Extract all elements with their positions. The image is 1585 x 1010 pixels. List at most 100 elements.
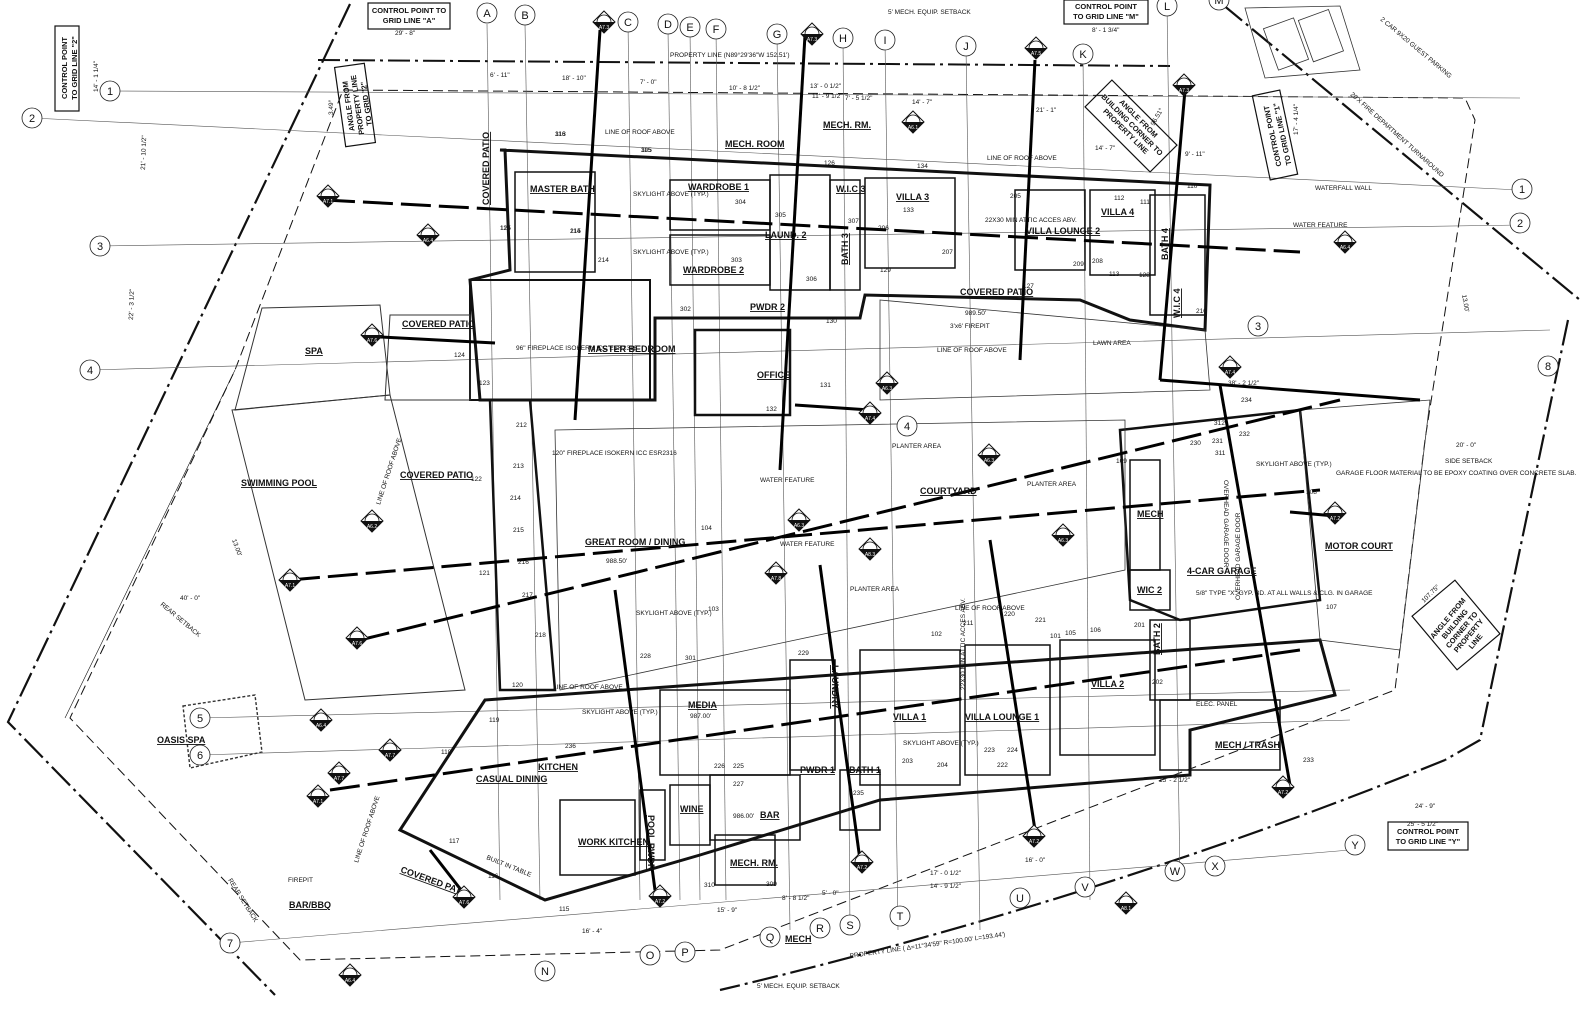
callout-angle-prop-2: ANGLE FROMPROPERTY LINETO GRID "2" [340,73,375,136]
room-number: 205 [1010,193,1021,200]
section-marker-label: A6.4 [316,723,327,729]
room-covered-patio-top: COVERED PATIO [960,287,1033,297]
west-wing [482,398,557,692]
property-line-north [317,59,1171,67]
section-marker-4: A7.1 [316,184,340,208]
dim-13-00-right: 13.00' [1460,294,1470,312]
section-marker-label: A7.7 [334,776,345,782]
room-number: 222 [997,762,1008,769]
grid-bubble-label: P [681,947,688,959]
oasis-spa [182,694,263,769]
label-water-feature-2: WATER FEATURE [780,541,835,548]
room-number: 126 [824,160,835,167]
room-number: 206 [878,225,889,232]
grid-bubble-label: E [686,22,693,34]
section-marker-25: A6.3 [787,508,811,532]
grid-bubble-label: T [897,911,904,923]
grid-lines [31,5,1551,944]
grid-bubble-label: 3 [1255,321,1261,333]
room-bar: BAR [760,810,780,820]
room-number: 122 [471,476,482,483]
grid-bubble-label: O [646,950,655,962]
room-media: MEDIA [688,700,718,710]
section-marker-label: A7.6 [367,338,378,344]
note-property-line-bottom: PROPERTY LINE ( Δ=11°34'59" R=100.00' L=… [849,930,1006,960]
room-covered-patio-left: COVERED PATIO [402,319,475,329]
room-villa-1: VILLA 1 [893,712,926,722]
note-elev-988: 988.50' [606,558,627,565]
note-elev-986: 986.00' [733,813,754,820]
note-line-of-roof-2: LINE OF ROOF ABOVE [987,155,1057,162]
grid-bubble-label: Y [1351,840,1359,852]
dim-24-9: 24' - 9" [1415,803,1436,810]
room-villa-2: VILLA 2 [1091,679,1124,689]
room-number: 305 [641,147,652,154]
grid-bubble-label: 4 [87,365,93,377]
grid-bubble-label: U [1016,893,1024,905]
dim-21-1: 21' - 1" [1036,107,1057,114]
note-line-of-roof-7: LINE OF ROOF ABOVE [353,795,381,864]
note-attic-1: 22X30 MIN ATTIC ACCES ABV. [985,217,1077,224]
room-elec-panel: ELEC. PANEL [1196,701,1238,708]
callout-angle-bldg-2: ANGLE FROMBUILDINGCORNER TOPROPERTYLINE [1428,596,1495,664]
room-number: 124 [454,352,465,359]
room-office: OFFICE [757,370,790,380]
note-skylight-6: SKYLIGHT ABOVE (TYP.) [1256,461,1332,468]
room-number: 217 [522,592,533,599]
section-marker-label: A6.4 [345,978,356,984]
room-number: 227 [733,781,744,788]
section-marker-29: A6.4 [309,708,333,732]
room-number: 202 [1152,679,1163,686]
room-mech-rm-bottom: MECH. RM. [730,858,778,868]
section-marker-16: A7.2 [850,850,874,874]
room-number: 221 [1035,617,1046,624]
label-water-feature-1: WATER FEATURE [760,477,815,484]
room-kitchen: KITCHEN [538,762,578,772]
section-marker-28: A6.2 [360,509,384,533]
grid-bubble-label: 5 [197,713,203,725]
grid-bubble-top-D: D [657,13,679,35]
dim-18-10: 18' - 10" [562,75,586,82]
section-marker-6: A7.4 [858,401,882,425]
label-planter-area-2: PLANTER AREA [1027,481,1077,488]
section-marker-0: A7.3 [592,10,616,34]
section-marker-label: A7.8 [771,576,782,582]
grid-bubble-bottom-W: W [1164,860,1186,882]
grid-bubble-left-1: 1 [99,80,121,102]
room-number: 132 [766,406,777,413]
room-number: 103 [708,606,719,613]
room-number: 129 [880,267,891,274]
room-bar-bbq: BAR/BBQ [289,900,331,910]
room-number: 215 [513,527,524,534]
room-wardrobe-1: WARDROBE 1 [688,182,749,192]
section-marker-9: A7.8 [764,561,788,585]
room-number: 214 [598,257,609,264]
note-mech-setback-top: 5' MECH. EQUIP. SETBACK [888,9,971,16]
grid-bubble-bottom-Y: Y [1344,834,1366,856]
covered-patio-outline [384,314,471,401]
room-bath-1: BATH 1 [849,765,881,775]
room-number: 302 [680,306,691,313]
dim-96-51: 96.51° [1149,106,1166,127]
room-number: 203 [902,758,913,765]
note-mech-setback-bottom: 5' MECH. EQUIP. SETBACK [757,983,840,990]
note-line-of-roof-1: LINE OF ROOF ABOVE [605,129,675,136]
courtyard-outline [554,419,1126,691]
dim-3-49: 3.49° [327,99,335,115]
grid-bubble-label: G [773,29,782,41]
setback-line [69,89,1476,961]
room-number: 108 [1306,489,1317,496]
dim-15-2: 15' - 2 1/2" [1159,777,1191,784]
building-walls [397,148,1337,902]
grid-bubble-label: 2 [29,113,35,125]
room-master-bath: MASTER BATH [530,184,595,194]
room-number: 301 [685,655,696,662]
section-marker-3: A7.3 [1172,73,1196,97]
section-marker-label: A7.1 [323,199,334,205]
grid-bubble-top-F: F [705,18,727,40]
grid-bubble-label: K [1079,49,1087,61]
room-laundry: LAUNDRY [830,665,840,709]
section-marker-17: A7.2 [1022,824,1046,848]
grid-bubble-top-L: L [1156,0,1178,17]
